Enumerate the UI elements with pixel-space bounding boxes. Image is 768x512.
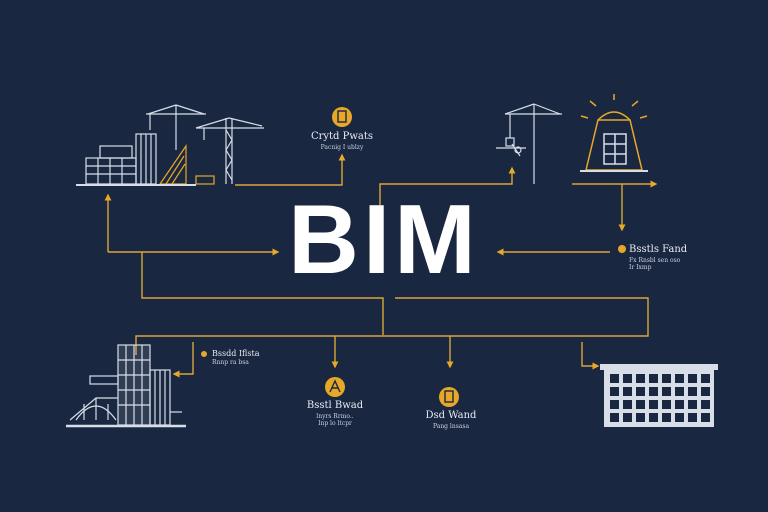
label-right-middle: Bsstls Fand Fx Rnsbl sen oso Ir Ixmp: [629, 244, 687, 272]
city-construction-illustration: [76, 104, 264, 186]
window: [649, 413, 658, 422]
window: [701, 413, 710, 422]
label-bottom-center-right-sub: Pang lnsasa: [432, 422, 470, 430]
window: [610, 374, 619, 383]
connector-lines: [104, 153, 658, 378]
window: [662, 387, 671, 396]
window: [662, 374, 671, 383]
label-bottom-center-left-sub1: lnyrs Rrmo..: [316, 412, 354, 420]
window: [688, 387, 697, 396]
window: [636, 413, 645, 422]
window: [701, 374, 710, 383]
label-bottom-center-left: Bsstl Bwad lnyrs Rrmo.. Inp lo ltcpr: [298, 400, 372, 428]
window: [649, 387, 658, 396]
window: [636, 374, 645, 383]
window: [701, 400, 710, 409]
window: [636, 387, 645, 396]
window: [662, 413, 671, 422]
window: [623, 400, 632, 409]
window: [649, 400, 658, 409]
label-top-center-main: Crytd Pwats: [310, 131, 374, 142]
label-top-center-sub: Pacnig I ublzy: [320, 143, 364, 151]
label-bottom-left-sub: Rnnp ra bsa: [212, 359, 249, 366]
window: [623, 387, 632, 396]
window: [688, 374, 697, 383]
window: [688, 413, 697, 422]
window: [623, 374, 632, 383]
label-right-middle-main: Bsstls Fand: [629, 244, 688, 255]
label-top-center: Crytd Pwats Pacnig I ublzy: [300, 131, 384, 151]
window: [636, 400, 645, 409]
window: [701, 387, 710, 396]
window: [623, 413, 632, 422]
label-bottom-center-left-main: Bsstl Bwad: [306, 400, 364, 411]
window: [675, 413, 684, 422]
window: [675, 374, 684, 383]
label-bottom-left-main: Bssdd Iflsta: [212, 349, 260, 358]
doc-icon-top: [332, 107, 352, 127]
window: [662, 400, 671, 409]
doc-icon-right: [618, 245, 626, 253]
label-bottom-center-left-sub2: Inp lo ltcpr: [318, 420, 352, 427]
label-right-middle-sub2: Ir Ixmp: [629, 264, 652, 271]
window: [675, 387, 684, 396]
building-icon-bottom-center: [325, 377, 345, 397]
bim-title: BIM: [288, 184, 480, 294]
label-bottom-left: Bssdd Iflsta Rnnp ra bsa: [212, 349, 259, 367]
window: [610, 400, 619, 409]
window: [688, 400, 697, 409]
document-icon-bottom-right: [439, 387, 459, 407]
crane-illustration: [496, 103, 562, 184]
label-right-middle-sub1: Fx Rnsbl sen oso: [629, 256, 681, 264]
structure-illustration: [580, 94, 648, 172]
window: [610, 387, 619, 396]
window: [649, 374, 658, 383]
office-building-windows: [610, 374, 710, 422]
window: [675, 400, 684, 409]
doc-icon-bottom-left: [201, 351, 207, 357]
window: [610, 413, 619, 422]
label-bottom-center-right-main: Dsd Wand: [425, 410, 477, 421]
label-bottom-center-right: Dsd Wand Pang lnsasa: [414, 410, 488, 430]
towers-illustration: [66, 344, 186, 428]
